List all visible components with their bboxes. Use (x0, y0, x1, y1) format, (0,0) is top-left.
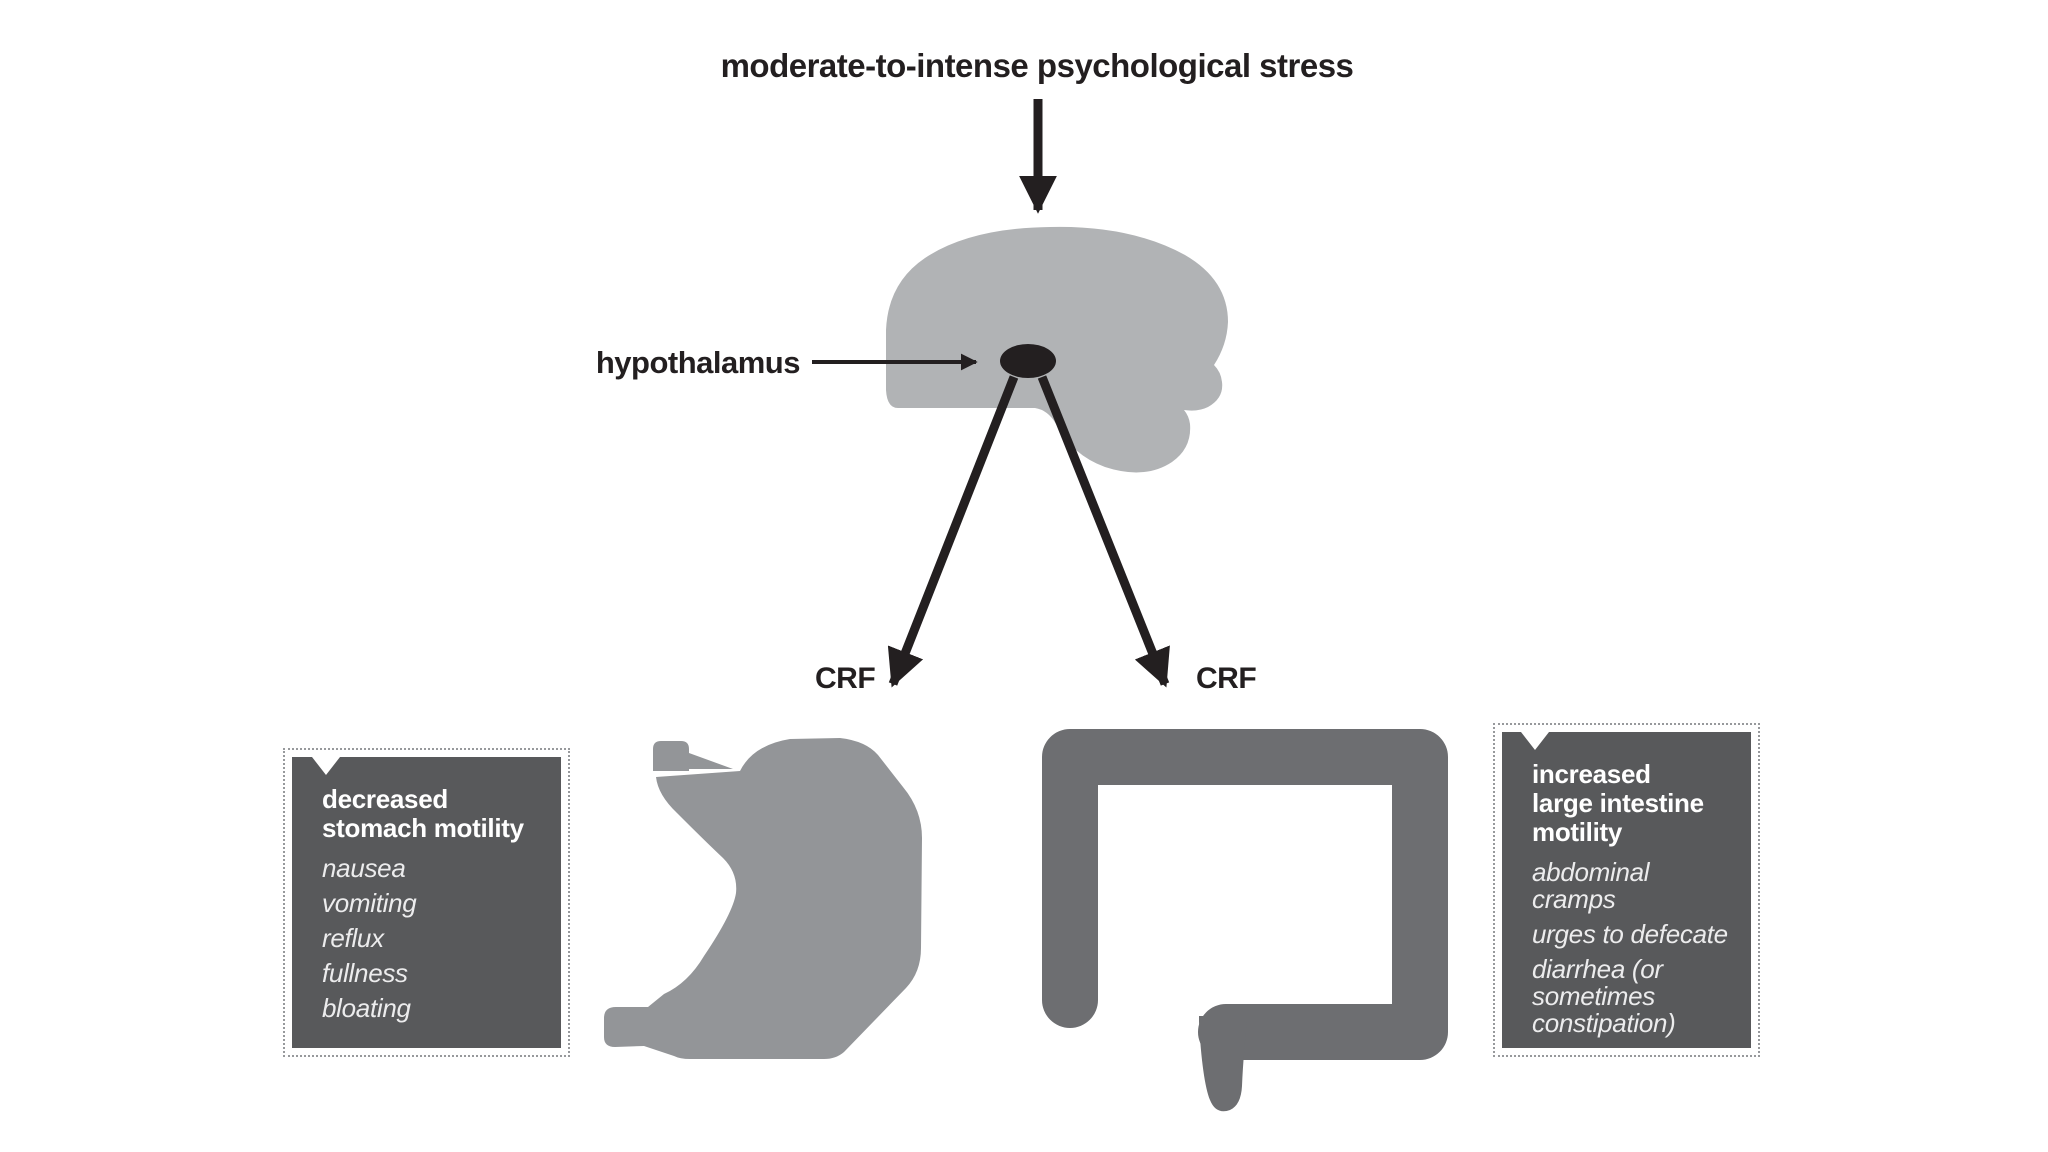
diagram-title: moderate-to-intense psychological stress (720, 47, 1354, 84)
hypothalamus-label: hypothalamus (595, 345, 801, 380)
symptom-item: bloating (322, 993, 411, 1023)
symptom-item: fullness (322, 958, 408, 988)
crf-label-left: CRF (815, 662, 876, 695)
stomach-icon (604, 738, 922, 1059)
symptom-item: diarrhea (or sometimes constipation) (1532, 954, 1676, 1038)
notch-icon (1521, 732, 1549, 750)
heading-line: decreased (322, 784, 448, 814)
heading-line: large intestine (1532, 788, 1704, 818)
crf-arrow-left (887, 375, 1019, 688)
heading-line: increased (1532, 759, 1651, 789)
note-box-stomach-panel: decreased stomach motility nausea vomiti… (292, 757, 561, 1048)
stomach-esophagus-icon (653, 741, 733, 771)
brain-icon (886, 226, 1228, 473)
note-box-intestine-panel: increased large intestine motility abdom… (1502, 732, 1751, 1048)
heading-line: motility (1532, 817, 1623, 847)
large-intestine-rectum-icon (1199, 1016, 1247, 1112)
large-intestine-icon (1042, 729, 1448, 1060)
note-heading-stomach: decreased stomach motility (322, 785, 545, 843)
heading-line: stomach motility (322, 813, 524, 843)
symptom-item: abdominal cramps (1532, 857, 1650, 914)
note-box-intestine: increased large intestine motility abdom… (1493, 723, 1760, 1057)
symptom-item: nausea (322, 853, 406, 883)
crf-label-right: CRF (1196, 662, 1257, 695)
symptom-item: vomiting (322, 888, 417, 918)
note-heading-intestine: increased large intestine motility (1532, 760, 1735, 847)
symptom-item: reflux (322, 923, 384, 953)
notch-icon (312, 757, 340, 775)
note-box-stomach: decreased stomach motility nausea vomiti… (283, 748, 570, 1057)
hypothalamus-dot-icon (1000, 344, 1056, 378)
symptom-item: urges to defecate (1532, 919, 1728, 949)
crf-arrow-right (1037, 375, 1170, 688)
